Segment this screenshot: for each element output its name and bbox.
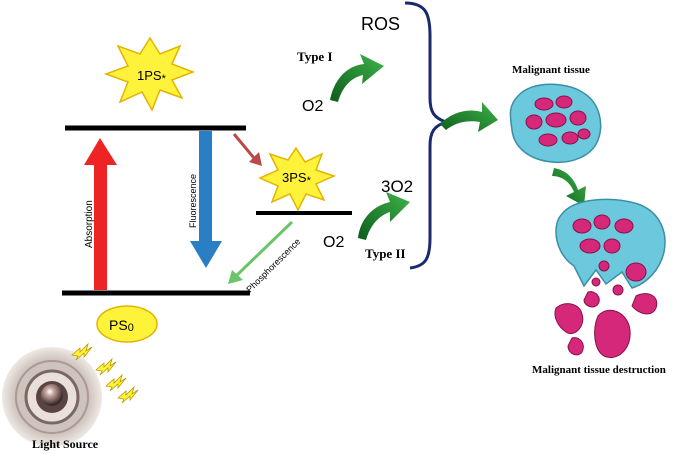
type1-product-label: ROS	[361, 14, 400, 34]
type1-label: Type I	[297, 49, 333, 64]
malignant-tissue-label: Malignant tissue	[512, 64, 590, 76]
type2-label: Type II	[365, 246, 406, 261]
type2-curved-arrow-icon	[358, 192, 410, 240]
ground-state-label: PS0	[109, 317, 134, 334]
singlet-star-icon	[103, 36, 196, 112]
malignant-tissue-destruction-label: Malignant tissue destruction	[532, 364, 666, 376]
to-destruction-curved-arrow-icon	[552, 168, 586, 206]
isc-arrow	[232, 133, 262, 166]
triplet-state-label: 3PS*	[282, 170, 312, 187]
type1-curved-arrow-icon	[330, 54, 384, 102]
fluorescence-arrow	[190, 131, 222, 268]
ground-state-oval	[96, 305, 158, 343]
absorption-arrow	[84, 138, 117, 290]
combine-brace	[404, 1, 451, 270]
absorption-label: Absorption	[84, 200, 95, 248]
lamp-icon	[2, 347, 102, 447]
fluorescence-label: Fluorescence	[188, 174, 198, 228]
to-tissue-curved-arrow-icon	[440, 102, 498, 132]
light-source-label: Light Source	[32, 437, 99, 451]
destroyed-tumor-cell-icon	[554, 198, 666, 358]
phosphorescence-label: Phosphorescence	[244, 236, 302, 294]
triplet-star-icon	[258, 146, 337, 212]
phosphorescence-arrow	[228, 220, 294, 284]
type2-reactant-label: O2	[323, 234, 344, 251]
singlet-state-label: 1PS*	[137, 68, 167, 85]
type1-reactant-label: O2	[302, 98, 323, 115]
tumor-cell-icon	[509, 83, 602, 164]
light-bolt-icon	[71, 342, 139, 404]
type2-product-label: 3O2	[381, 177, 413, 196]
